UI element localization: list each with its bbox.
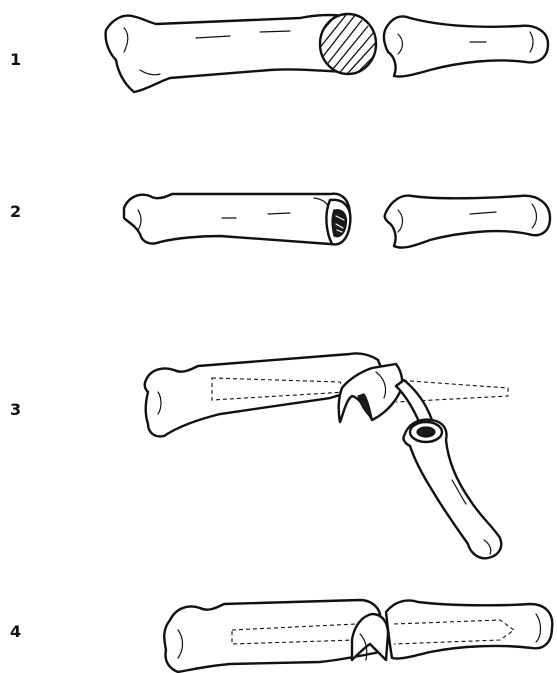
step-4-left-bone xyxy=(164,600,380,672)
step-2-right-bone xyxy=(385,196,550,248)
step-1-left-bone xyxy=(106,15,352,92)
step-4-right-bone xyxy=(386,600,552,658)
step-3-figure xyxy=(145,353,508,558)
step-2-left-bone xyxy=(124,194,350,245)
step-1-figure xyxy=(106,4,548,92)
step-1-right-bone xyxy=(384,16,548,76)
step-4-figure xyxy=(164,600,552,672)
step-2-figure xyxy=(124,194,550,248)
